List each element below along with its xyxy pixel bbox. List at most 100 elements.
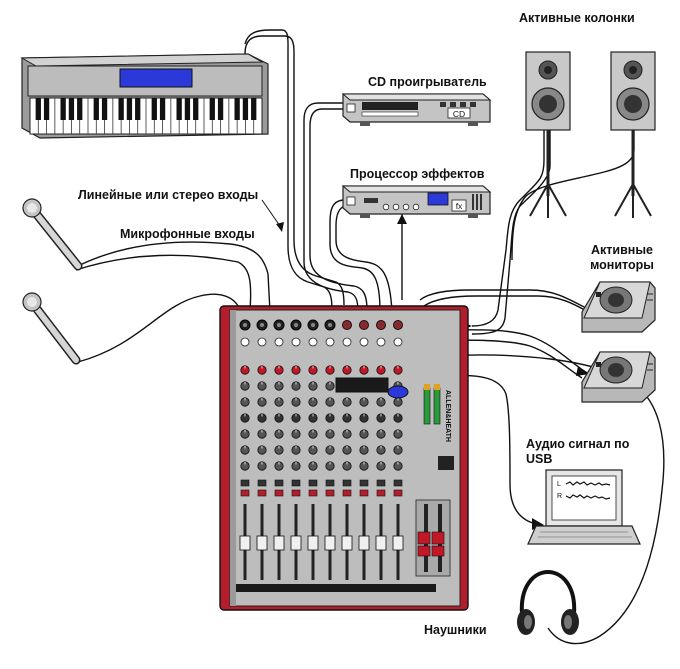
black-key — [159, 98, 166, 120]
jack-socket — [240, 337, 250, 347]
channel-knob — [359, 461, 369, 471]
label-usb-audio-line1: Аудио сигнал по — [526, 437, 630, 451]
channel-button — [393, 489, 403, 497]
channel-knob — [325, 461, 335, 471]
effects-processor: fx — [341, 185, 492, 218]
channel-knob — [359, 365, 369, 375]
channel-knob — [240, 429, 250, 439]
channel-knob — [393, 445, 403, 455]
xlr-socket-pin — [311, 323, 315, 327]
channel-knob — [325, 397, 335, 407]
keyboard — [20, 53, 269, 139]
channel-knob — [359, 413, 369, 423]
channel-knob — [393, 461, 403, 471]
laptop: L R — [527, 469, 641, 545]
label-headphones: Наушники — [424, 623, 487, 637]
channel-knob — [376, 413, 386, 423]
channel-knob — [393, 365, 403, 375]
label-usb-audio-line2: USB — [526, 452, 553, 466]
microphone-2 — [22, 292, 81, 365]
black-key — [77, 98, 83, 120]
jack-socket — [325, 337, 335, 347]
channel-button — [376, 479, 386, 487]
waveform-l — [565, 481, 611, 486]
channel-knob — [376, 461, 386, 471]
channel-knob — [240, 365, 250, 375]
channel-knob — [325, 445, 335, 455]
active-speaker-right — [610, 51, 656, 218]
channel-button — [342, 479, 352, 487]
master-fader-right — [431, 531, 445, 545]
cable-cd-1 — [303, 102, 359, 313]
active-monitor-2 — [581, 351, 656, 403]
headphones — [517, 569, 579, 635]
label-line-stereo-inputs: Линейные или стерео входы — [78, 188, 259, 202]
black-key — [209, 98, 215, 120]
channel-knob — [393, 413, 403, 423]
black-key — [101, 98, 108, 120]
label-active-monitors-line1: Активные — [591, 243, 653, 257]
jack-socket — [376, 337, 386, 347]
cables — [75, 29, 665, 645]
cable-headphones — [443, 354, 665, 645]
label-active-speakers: Активные колонки — [519, 11, 635, 25]
cable-fx-2 — [335, 205, 393, 313]
channel-button — [359, 489, 369, 497]
channel-knob — [376, 445, 386, 455]
jack-socket — [393, 337, 403, 347]
cable-line-label — [261, 199, 281, 227]
xlr-socket-pin — [294, 323, 298, 327]
jack-socket — [359, 320, 369, 330]
black-key — [176, 98, 182, 120]
channel-knob — [274, 445, 284, 455]
channel-knob — [308, 461, 318, 471]
fader-cap — [341, 535, 353, 551]
channel-knob — [274, 365, 284, 375]
black-key — [135, 98, 141, 120]
channel-knob — [291, 445, 301, 455]
cable-cd-2 — [309, 108, 368, 311]
cable-monitor-1 — [419, 289, 587, 309]
channel-knob — [291, 381, 301, 391]
black-key — [234, 98, 240, 120]
black-key — [184, 98, 191, 120]
black-key — [43, 98, 50, 120]
waveform-r — [565, 494, 611, 500]
channel-knob — [257, 429, 267, 439]
cable-usb — [449, 374, 537, 525]
jack-socket — [342, 337, 352, 347]
channel-knob — [240, 381, 250, 391]
channel-knob — [376, 429, 386, 439]
fx-badge: fx — [456, 201, 463, 211]
channel-knob — [393, 429, 403, 439]
active-monitor-1 — [581, 281, 656, 333]
cable-fx-1 — [329, 199, 381, 313]
channel-knob — [257, 365, 267, 375]
channel-knob — [240, 397, 250, 407]
laptop-channel-r: R — [557, 493, 562, 500]
channel-knob — [325, 429, 335, 439]
channel-button — [342, 489, 352, 497]
fader-cap — [273, 535, 285, 551]
fader-cap — [290, 535, 302, 551]
xlr-socket-pin — [328, 323, 332, 327]
channel-knob — [308, 413, 318, 423]
channel-knob — [376, 365, 386, 375]
jack-socket — [393, 320, 403, 330]
black-key — [251, 98, 257, 120]
black-key — [193, 98, 199, 120]
channel-knob — [291, 413, 301, 423]
cable-mic-1b — [75, 254, 252, 311]
channel-button — [376, 489, 386, 497]
mixer-bottom-bar — [236, 584, 436, 592]
channel-knob — [325, 381, 335, 391]
cable-mic-2 — [77, 293, 241, 363]
cable-speaker-left-b — [471, 128, 551, 335]
mixer-side-rail — [230, 310, 236, 606]
label-active-monitors-line2: мониторы — [590, 258, 654, 272]
jack-socket — [376, 320, 386, 330]
channel-button — [308, 479, 318, 487]
mixer: ALLEN&HEATH — [219, 305, 469, 611]
channel-knob — [257, 397, 267, 407]
black-key — [126, 98, 133, 120]
